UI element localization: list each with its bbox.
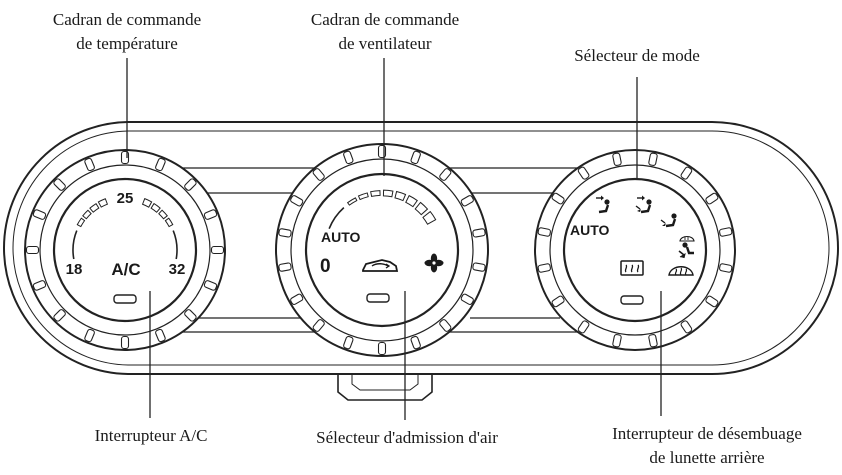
callout-temperature-dial-line2: de température <box>76 34 178 53</box>
dial-ridge <box>471 227 487 238</box>
vent-face-icon[interactable] <box>596 195 610 214</box>
callout-rear-defog-line2: de lunette arrière <box>649 448 765 467</box>
ac-indicator-light <box>113 294 137 304</box>
callout-mode-selector: Sélecteur de mode <box>574 46 700 65</box>
mode-dial[interactable] <box>534 149 736 351</box>
temp-scale-segment <box>89 203 100 213</box>
callout-fan-dial-line1: Cadran de commande <box>310 10 460 29</box>
fan-auto-label: AUTO <box>321 229 361 245</box>
fan-scale-segment <box>414 201 429 216</box>
dial-ridge <box>471 262 487 273</box>
temp-scale-segment <box>164 217 174 228</box>
temperature-scale <box>72 198 178 260</box>
vent-bilevel-icon[interactable] <box>635 195 652 214</box>
fan-scale-segment <box>370 190 381 197</box>
dial-ridge <box>210 245 225 255</box>
temp-max-label: 25 <box>117 190 134 207</box>
dial-ridge <box>277 227 293 238</box>
fan-dial[interactable] <box>275 143 489 357</box>
ac-button-label[interactable]: A/C <box>111 260 140 279</box>
temp-hot-label: 32 <box>169 261 186 278</box>
fan-scale-segment <box>405 194 418 208</box>
vent-floor-defrost-icon[interactable] <box>678 235 695 259</box>
air-recirculation-icon[interactable] <box>362 259 399 272</box>
temp-min-label: 18 <box>66 261 83 278</box>
panel-housing-inner <box>12 130 830 366</box>
callout-leader-lines <box>126 58 662 420</box>
callout-air-intake: Sélecteur d'admission d'air <box>316 428 498 447</box>
dial-ridge <box>377 341 387 356</box>
dial-ridge <box>120 335 130 350</box>
dial-ridge <box>277 262 293 273</box>
rear-defog-indicator-light <box>620 295 644 305</box>
fan-icon <box>424 253 444 273</box>
recirc-indicator-light <box>366 293 390 303</box>
fan-scale-segment <box>346 197 358 206</box>
fan-scale-segment <box>382 189 394 198</box>
housing-tab-inner <box>351 370 419 391</box>
temp-scale-segment <box>76 217 86 228</box>
callout-rear-defog: Interrupteur de désembuage de lunette ar… <box>572 422 842 470</box>
callout-fan-dial: Cadran de commande de ventilateur <box>282 8 488 56</box>
dial-ridge <box>25 245 40 255</box>
callout-ac-switch: Interrupteur A/C <box>94 426 208 445</box>
callout-temperature-dial: Cadran de commande de température <box>24 8 230 56</box>
temp-scale-hot-end <box>172 230 178 260</box>
front-defrost-icon[interactable] <box>668 266 694 276</box>
fan-scale-low-end <box>328 207 345 229</box>
temp-scale-segment <box>150 202 161 213</box>
temp-scale-segment <box>97 198 109 208</box>
fan-scale-segment <box>394 190 407 202</box>
callout-rear-defog-line1: Interrupteur de désembuage <box>612 424 802 443</box>
fan-scale-segment <box>357 192 369 201</box>
callout-fan-dial-line2: de ventilateur <box>338 34 432 53</box>
temp-scale-segment <box>158 209 168 220</box>
rear-defog-icon[interactable] <box>620 260 644 276</box>
temperature-dial[interactable] <box>24 149 226 351</box>
temp-scale-segment <box>82 209 92 220</box>
callout-temperature-dial-line1: Cadran de commande <box>52 10 202 29</box>
fan-off-label: 0 <box>320 256 331 277</box>
mode-auto-label: AUTO <box>570 222 610 238</box>
temp-scale-cold-end <box>72 230 78 260</box>
housing-tab <box>337 368 433 401</box>
fan-scale-segment <box>422 210 437 225</box>
vent-floor-icon[interactable] <box>660 213 677 228</box>
fan-speed-scale <box>328 189 437 229</box>
temp-scale-segment <box>141 198 153 208</box>
